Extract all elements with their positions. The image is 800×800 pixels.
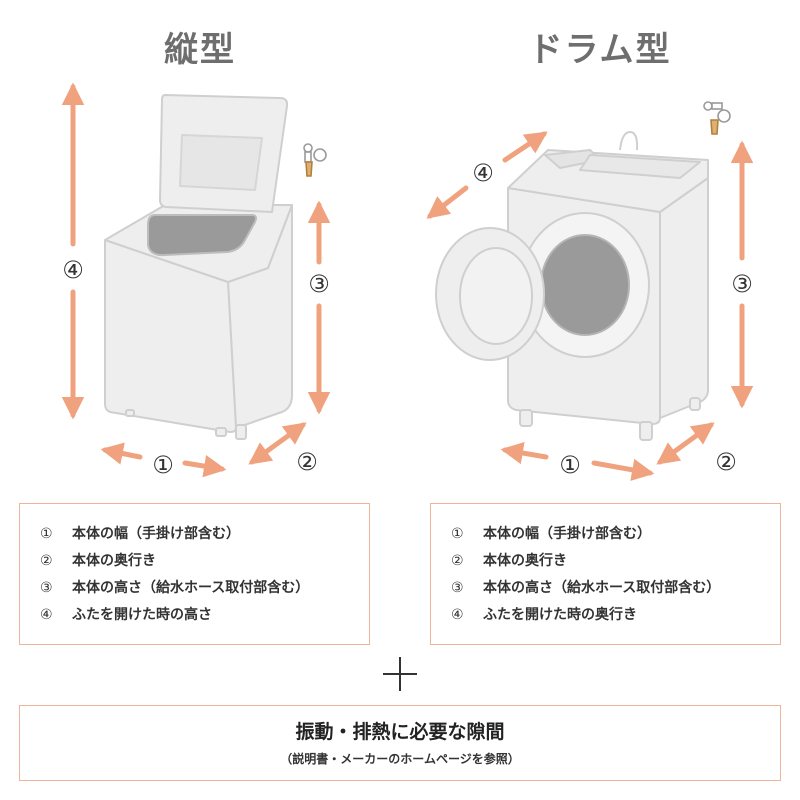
- top-loader-tub-opening: [147, 214, 257, 257]
- top-loader-washer: [104, 94, 293, 440]
- drum-open-depth-arrow-left: [426, 185, 469, 219]
- top-loader-foot: [125, 409, 135, 417]
- drum-legend-list: ① 本体の幅（手掛け部含む） ② 本体の奥行き ③ 本体の高さ（給水ホース取付部含む）…: [431, 504, 780, 629]
- drum-label-depth: ②: [715, 448, 737, 476]
- faucet-icon: [303, 143, 327, 177]
- top-loader-width-arrow-right: [182, 455, 227, 478]
- top-loader-label-height: ③: [308, 270, 330, 298]
- drum-washer: [435, 131, 709, 441]
- top-loader-legend-list: ① 本体の幅（手掛け部含む） ② 本体の奥行き ③ 本体の高さ（給水ホース取付部含む）…: [20, 504, 369, 629]
- legend-item: ② 本体の奥行き: [451, 548, 780, 575]
- drum-foot: [639, 421, 653, 441]
- legend-item: ③ 本体の高さ（給水ホース取付部含む）: [451, 575, 780, 602]
- legend-text: ふたを開けた時の奥行き: [483, 607, 637, 623]
- legend-item: ③ 本体の高さ（給水ホース取付部含む）: [40, 575, 369, 602]
- legend-number: ①: [451, 526, 464, 542]
- legend-item: ④ ふたを開けた時の奥行き: [451, 602, 780, 629]
- drum-depth-arrow: [656, 422, 715, 465]
- top-loader-label-open-height: ④: [62, 256, 84, 284]
- drum-tub: [540, 234, 630, 336]
- drum-water-hose: [619, 131, 639, 151]
- legend-number: ②: [451, 553, 464, 569]
- drum-control-panel: [579, 154, 701, 179]
- drum-legend-box: ① 本体の幅（手掛け部含む） ② 本体の奥行き ③ 本体の高さ（給水ホース取付部含む）…: [430, 503, 781, 645]
- legend-text: 本体の幅（手掛け部含む）: [483, 526, 651, 542]
- legend-item: ④ ふたを開けた時の高さ: [40, 602, 369, 629]
- top-loader-label-width: ①: [152, 451, 174, 479]
- legend-number: ④: [451, 607, 464, 623]
- top-loader-foot: [215, 427, 227, 437]
- drum-label-open-depth: ④: [472, 159, 494, 187]
- top-loader-title: 縦型: [164, 30, 236, 70]
- drum-width-arrow-left: [500, 441, 549, 465]
- drum-foot: [689, 397, 701, 411]
- legend-text: 本体の奥行き: [72, 553, 156, 569]
- legend-text: 本体の高さ（給水ホース取付部含む）: [72, 580, 310, 596]
- top-loader-side-panel: [227, 204, 293, 429]
- drum-label-width: ①: [559, 451, 581, 479]
- top-loader-label-depth: ②: [296, 448, 318, 476]
- top-loader-foot: [235, 424, 247, 440]
- legend-text: 本体の奥行き: [483, 553, 567, 569]
- legend-number: ①: [40, 526, 53, 542]
- legend-text: 本体の高さ（給水ホース取付部含む）: [483, 580, 721, 596]
- drum-foot: [519, 409, 533, 427]
- faucet-icon: [703, 101, 731, 135]
- legend-item: ① 本体の幅（手掛け部含む）: [451, 521, 780, 548]
- drum-label-height: ③: [731, 270, 753, 298]
- legend-number: ②: [40, 553, 53, 569]
- drum-width-arrow-right: [591, 458, 655, 481]
- plus-icon: [380, 654, 420, 694]
- top-loader-width-arrow-left: [100, 442, 143, 465]
- drum-open-depth-arrow-right: [502, 131, 548, 163]
- top-loader-lid-window: [179, 134, 263, 191]
- legend-number: ③: [40, 580, 53, 596]
- clearance-note-subtitle: （説明書・メーカーのホームページを参照）: [280, 752, 520, 766]
- clearance-note-title: 振動・排熱に必要な隙間: [295, 721, 505, 743]
- legend-item: ② 本体の奥行き: [40, 548, 369, 575]
- top-loader-legend-box: ① 本体の幅（手掛け部含む） ② 本体の奥行き ③ 本体の高さ（給水ホース取付部含む）…: [19, 503, 370, 645]
- drum-side-panel: [659, 177, 709, 419]
- drum-door-glass: [459, 247, 533, 345]
- clearance-note-box: 振動・排熱に必要な隙間 （説明書・メーカーのホームページを参照）: [19, 705, 781, 781]
- drum-washer-title: ドラム型: [528, 30, 672, 70]
- legend-text: 本体の幅（手掛け部含む）: [72, 526, 240, 542]
- legend-number: ③: [451, 580, 464, 596]
- top-loader-depth-arrow: [248, 422, 307, 465]
- legend-text: ふたを開けた時の高さ: [72, 607, 212, 623]
- legend-number: ④: [40, 607, 53, 623]
- legend-item: ① 本体の幅（手掛け部含む）: [40, 521, 369, 548]
